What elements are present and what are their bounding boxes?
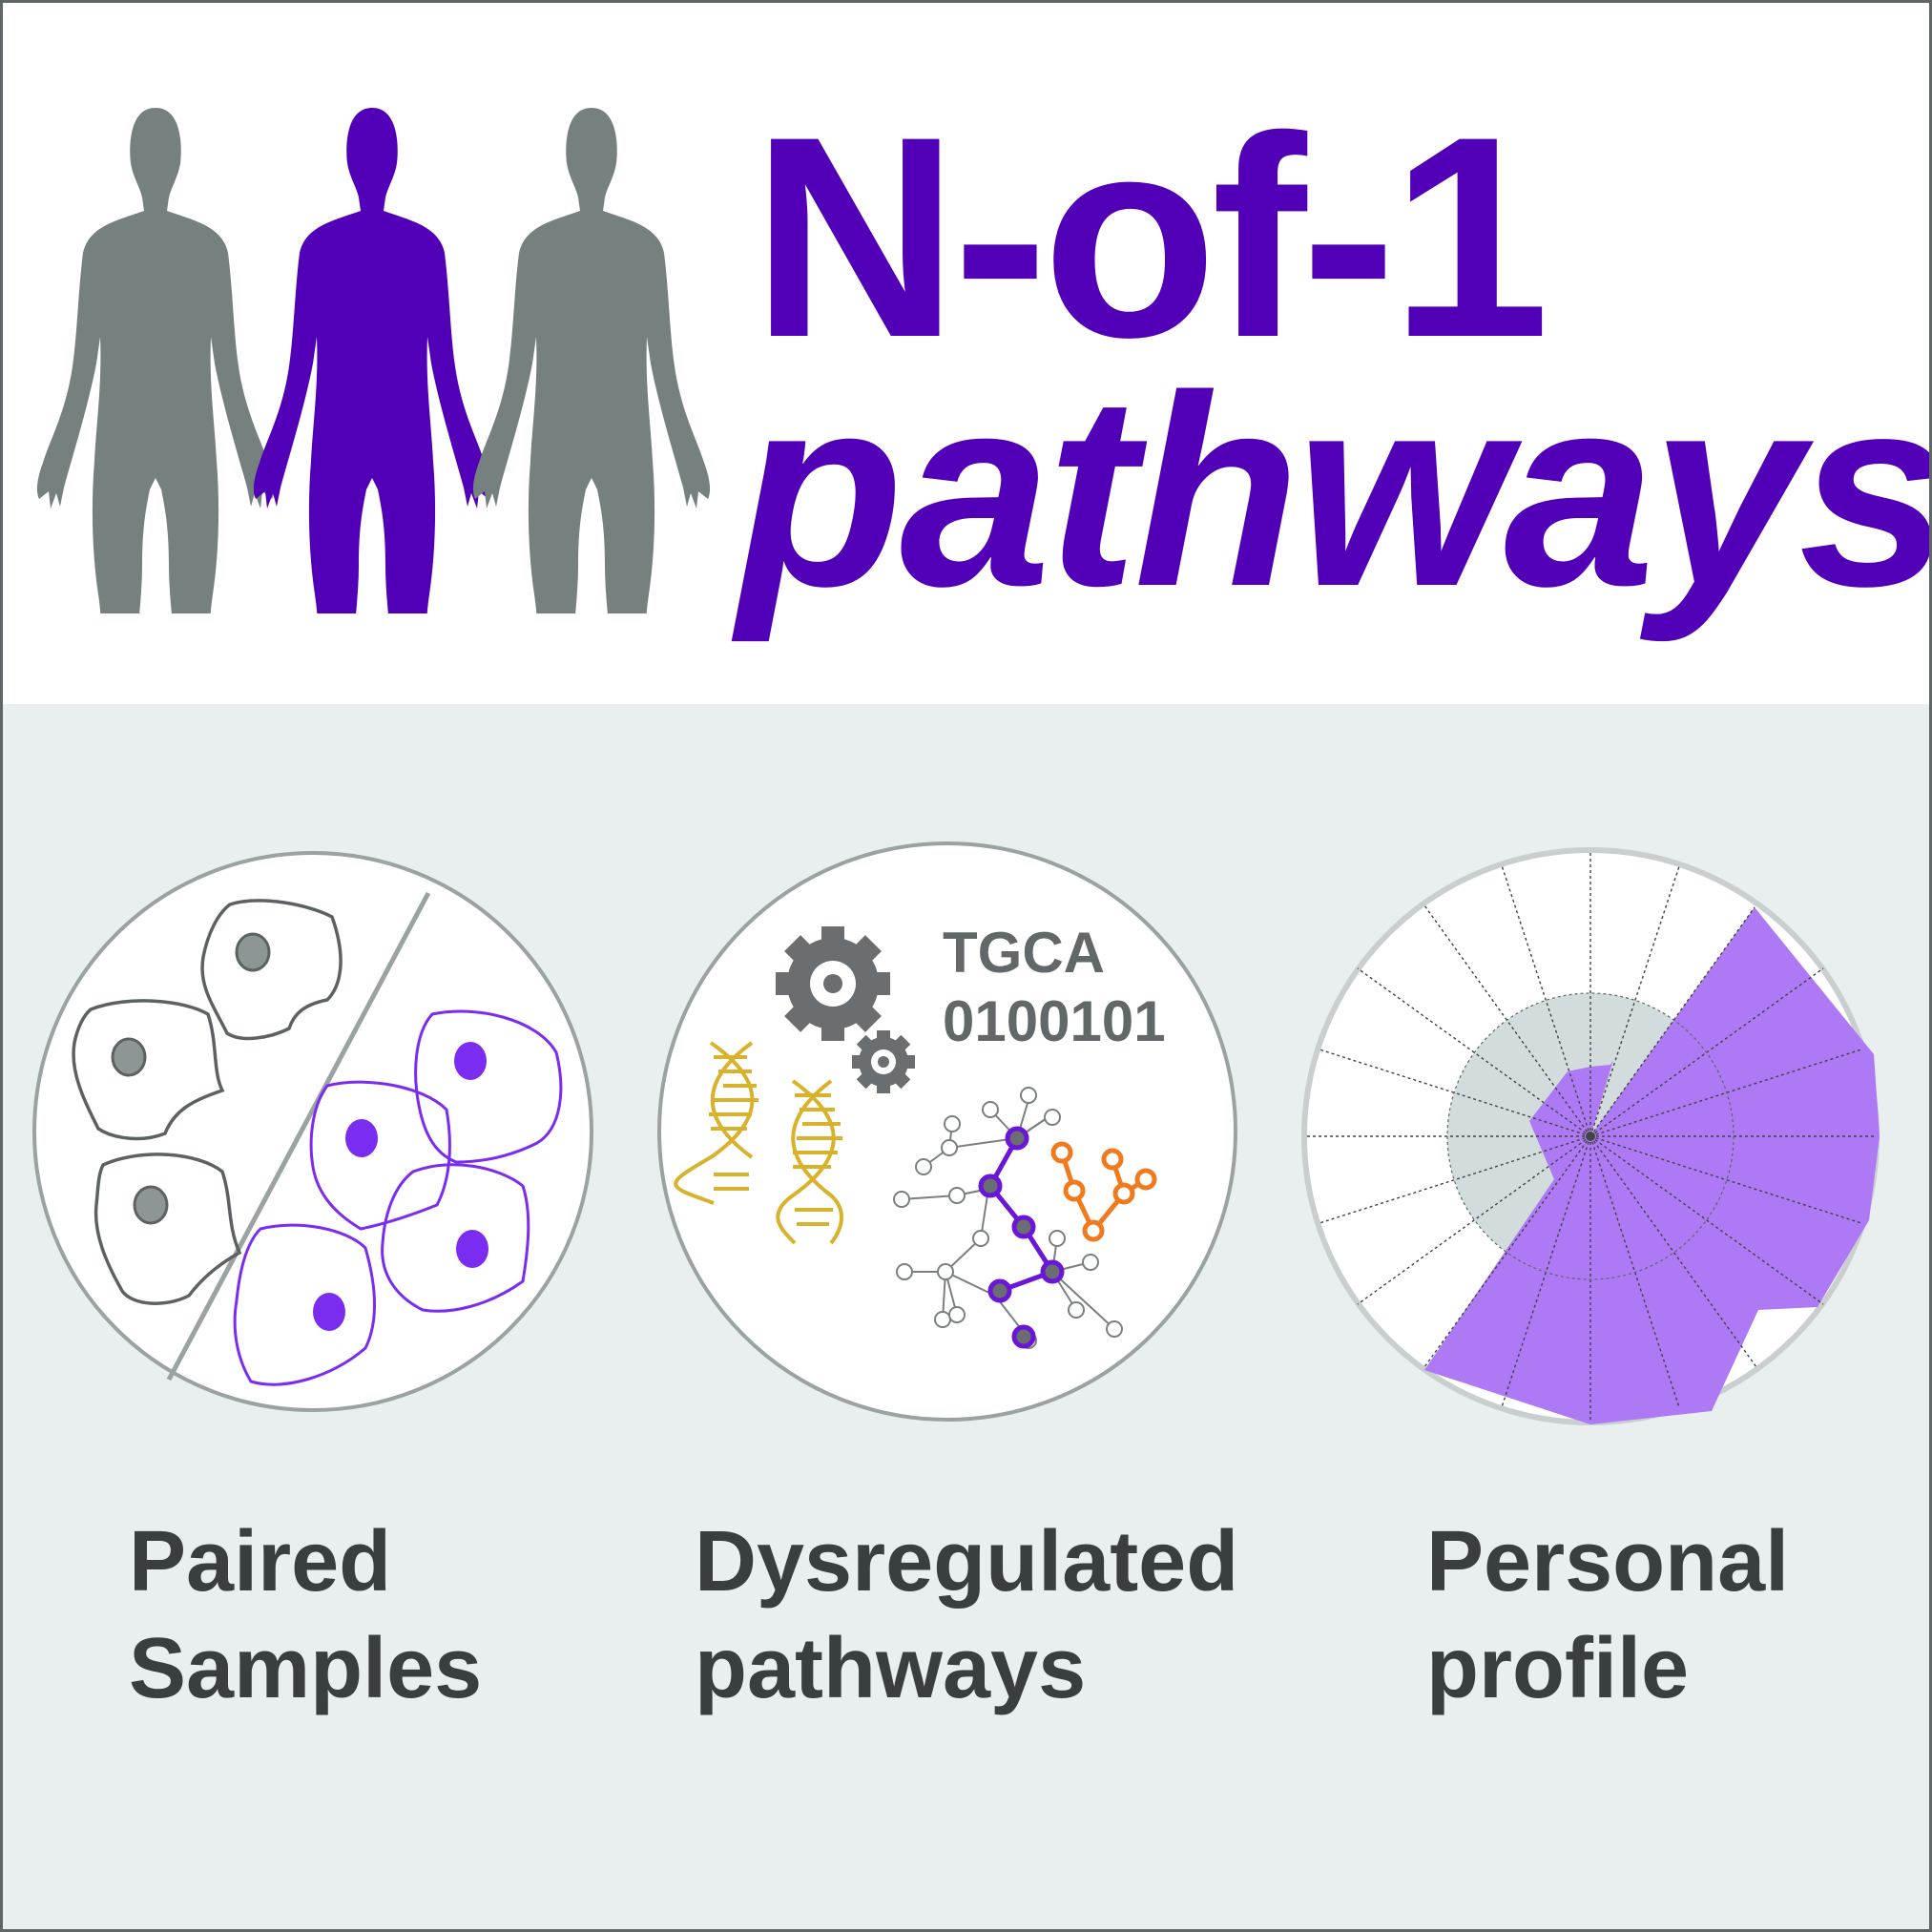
- sequence-text: TGCA 0100101: [943, 919, 1166, 1056]
- personal-profile-caption: Personal profile: [1426, 1508, 1789, 1722]
- paired-samples-circle: [32, 851, 593, 1412]
- network-icon: [893, 1087, 1157, 1349]
- dna-helix-icon: [674, 1041, 758, 1205]
- title-line1: N-of-1: [752, 76, 1549, 397]
- tumor-cells: [233, 1009, 563, 1386]
- paired-samples-caption: Paired Samples: [129, 1508, 482, 1722]
- gear-icon: [776, 926, 890, 1041]
- caption-line2: profile: [1426, 1621, 1690, 1716]
- binary-label: 0100101: [943, 989, 1166, 1053]
- dysregulated-pathways-caption: Dysregulated pathways: [695, 1508, 1238, 1722]
- tgca-label: TGCA: [943, 921, 1105, 985]
- gear-icon: [852, 1030, 915, 1093]
- title-line2: pathways: [737, 340, 1932, 643]
- tumor-nuclei: [313, 1042, 488, 1331]
- caption-line1: Paired: [129, 1514, 392, 1610]
- caption-line1: Personal: [1426, 1514, 1790, 1610]
- panels-artwork: [32, 841, 1880, 1425]
- dna-helix-icon: [776, 1079, 843, 1245]
- normal-nuclei: [111, 932, 271, 1225]
- header-section: N-of-1 pathways: [3, 3, 1929, 704]
- personal-profile-circle: [1301, 847, 1880, 1425]
- caption-line2: pathways: [695, 1621, 1087, 1716]
- caption-line1: Dysregulated: [695, 1514, 1239, 1610]
- dysregulated-pathways-circle: [657, 841, 1237, 1422]
- caption-line2: Samples: [129, 1621, 483, 1716]
- normal-cells: [72, 899, 343, 1305]
